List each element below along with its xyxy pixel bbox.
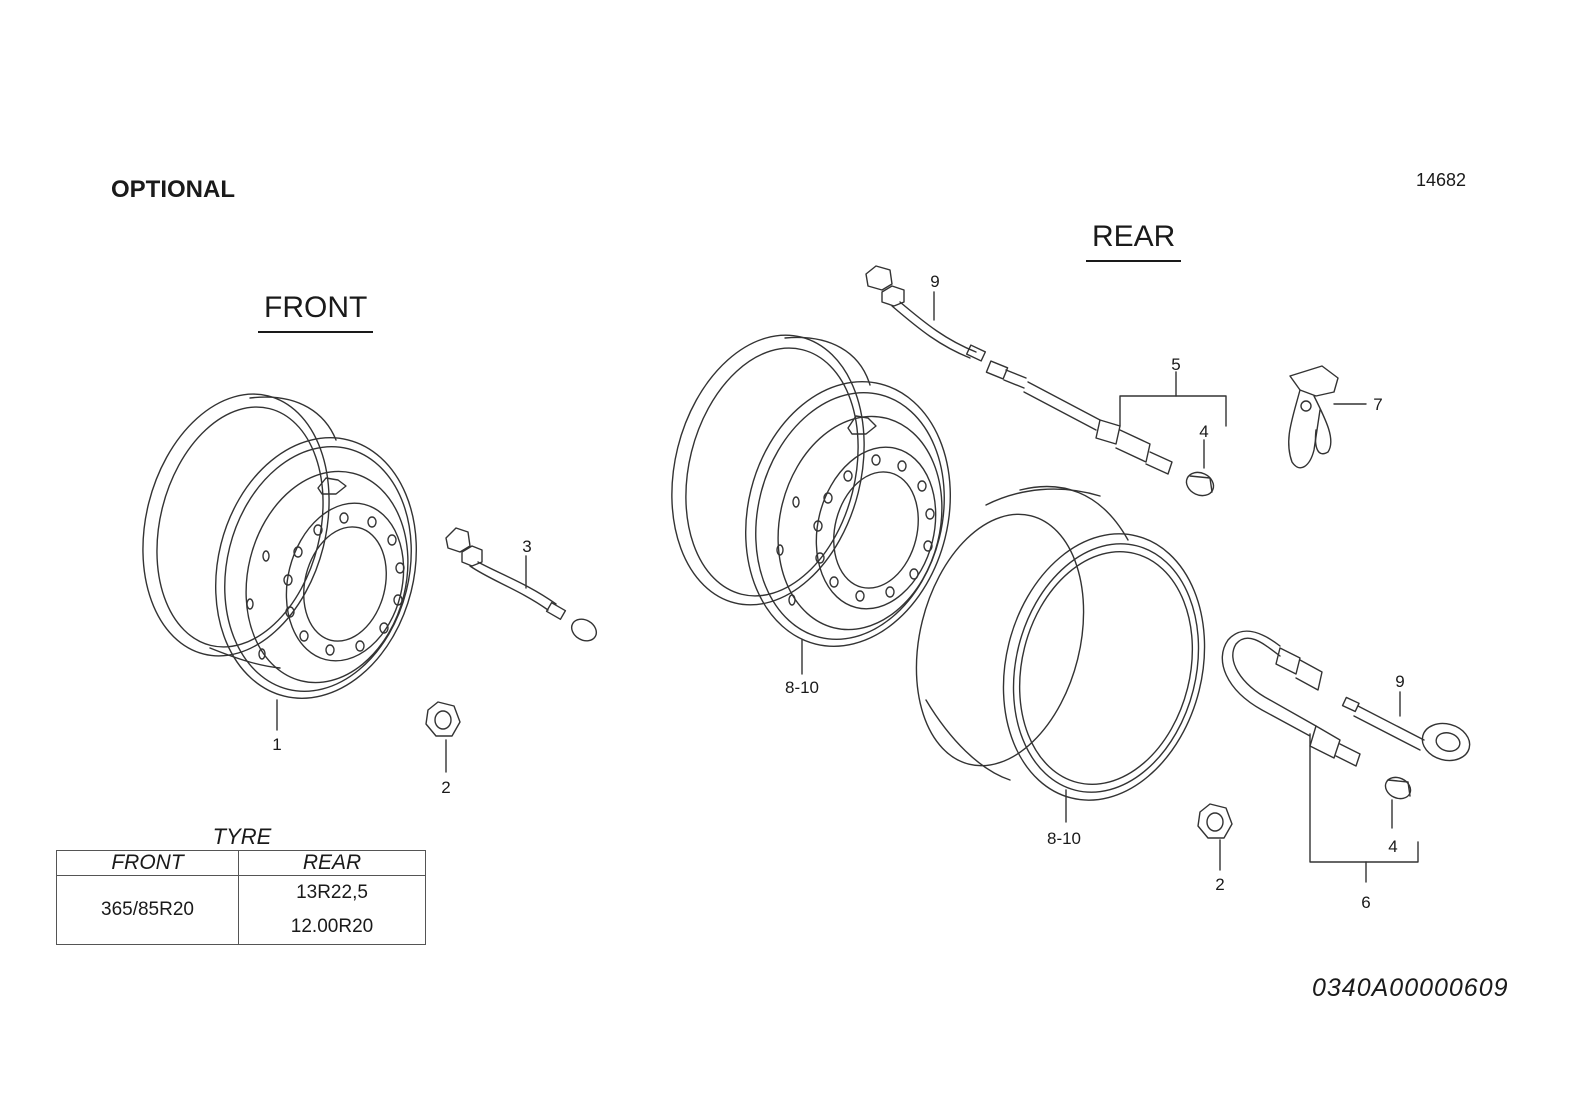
drawing-number: 14682 bbox=[1416, 170, 1467, 190]
rear-valve-clip-drawing bbox=[1288, 365, 1367, 469]
tyre-table-header-row: FRONT REAR bbox=[56, 850, 426, 876]
callout-rear-hose-bottom: 9 bbox=[1395, 672, 1405, 691]
tyre-header-front: FRONT bbox=[56, 850, 239, 876]
callout-rear-valve-cap-bottom: 4 bbox=[1388, 837, 1398, 856]
callout-front-valve-extension: 3 bbox=[522, 537, 532, 556]
tyre-rear-value-1: 13R22,5 bbox=[238, 875, 426, 910]
rear-valve-cap-bottom-drawing bbox=[1384, 776, 1412, 829]
rear-hose-bottom-drawing bbox=[1341, 691, 1471, 762]
document-code: 0340A00000609 bbox=[1312, 974, 1509, 1002]
callout-front-wheel: 1 bbox=[272, 735, 282, 754]
callout-rear-extension-bottom: 6 bbox=[1361, 893, 1371, 912]
rear-wheel-bolt-holes bbox=[776, 454, 935, 606]
rear-extension-top-drawing bbox=[985, 360, 1227, 475]
rear-extension-bottom-drawing bbox=[1221, 630, 1419, 883]
rear-hose-top-drawing bbox=[865, 265, 987, 362]
front-nut-drawing bbox=[425, 701, 461, 773]
front-wheel-drawing bbox=[142, 393, 418, 731]
tyre-table: FRONT REAR 365/85R20 13R22,5 12.00R20 bbox=[56, 850, 426, 945]
callout-rear-wheel-inner: 8-10 bbox=[1046, 829, 1082, 848]
table-row: 12.00R20 bbox=[57, 910, 426, 945]
page-title: OPTIONAL bbox=[111, 176, 235, 203]
front-wheel-bolt-holes bbox=[246, 512, 405, 660]
front-valve-extension-drawing bbox=[445, 527, 598, 642]
callout-rear-nut: 2 bbox=[1215, 875, 1225, 894]
tyre-rear-value-2: 12.00R20 bbox=[238, 910, 426, 945]
rear-valve-cap-top-drawing bbox=[1185, 439, 1215, 497]
table-row: 365/85R20 13R22,5 bbox=[56, 875, 426, 945]
callout-front-nut: 2 bbox=[441, 778, 451, 797]
callout-rear-wheel-outer: 8-10 bbox=[784, 678, 820, 697]
callout-rear-valve-cap-top: 4 bbox=[1199, 422, 1209, 441]
rear-nut-drawing bbox=[1197, 803, 1233, 871]
tyre-header-rear: REAR bbox=[238, 850, 426, 876]
section-heading-front: FRONT bbox=[258, 291, 374, 333]
callout-rear-hose-top: 9 bbox=[930, 272, 940, 291]
callout-rear-valve-clip: 7 bbox=[1373, 395, 1383, 414]
tyre-table-caption: TYRE bbox=[212, 824, 272, 849]
tyre-front-value: 365/85R20 bbox=[56, 875, 239, 945]
rear-wheel-inner-drawing bbox=[915, 485, 1206, 823]
callout-rear-extension-top: 5 bbox=[1171, 355, 1181, 374]
rear-wheel-outer-drawing bbox=[671, 334, 952, 675]
section-heading-rear: REAR bbox=[1086, 220, 1182, 262]
